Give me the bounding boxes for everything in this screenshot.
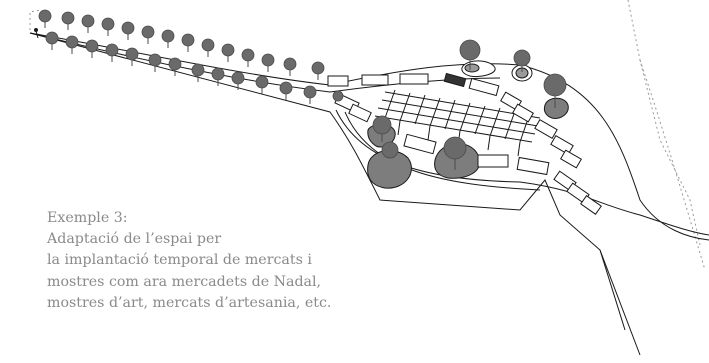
large-trees [332,39,567,170]
tree-row-top [38,9,325,75]
caption-title: Exemple 3: [47,210,128,226]
promenade-trees [38,9,325,104]
caption-line-1: Adaptació de l’espai per [47,231,222,248]
tree-trunks [44,22,319,104]
dashed-boundary [29,0,706,271]
tree-row-bottom [45,31,317,99]
person-figure [34,28,39,39]
caption-line-4: mostres d’art, mercats d’artesania, etc. [47,294,332,311]
caption-block: Exemple 3: Adaptació de l’espai per la i… [47,208,331,314]
caption-line-2: la implantació temporal de mercats i [47,252,312,269]
caption-line-3: mostres com ara mercadets de Nadal, [47,273,322,290]
